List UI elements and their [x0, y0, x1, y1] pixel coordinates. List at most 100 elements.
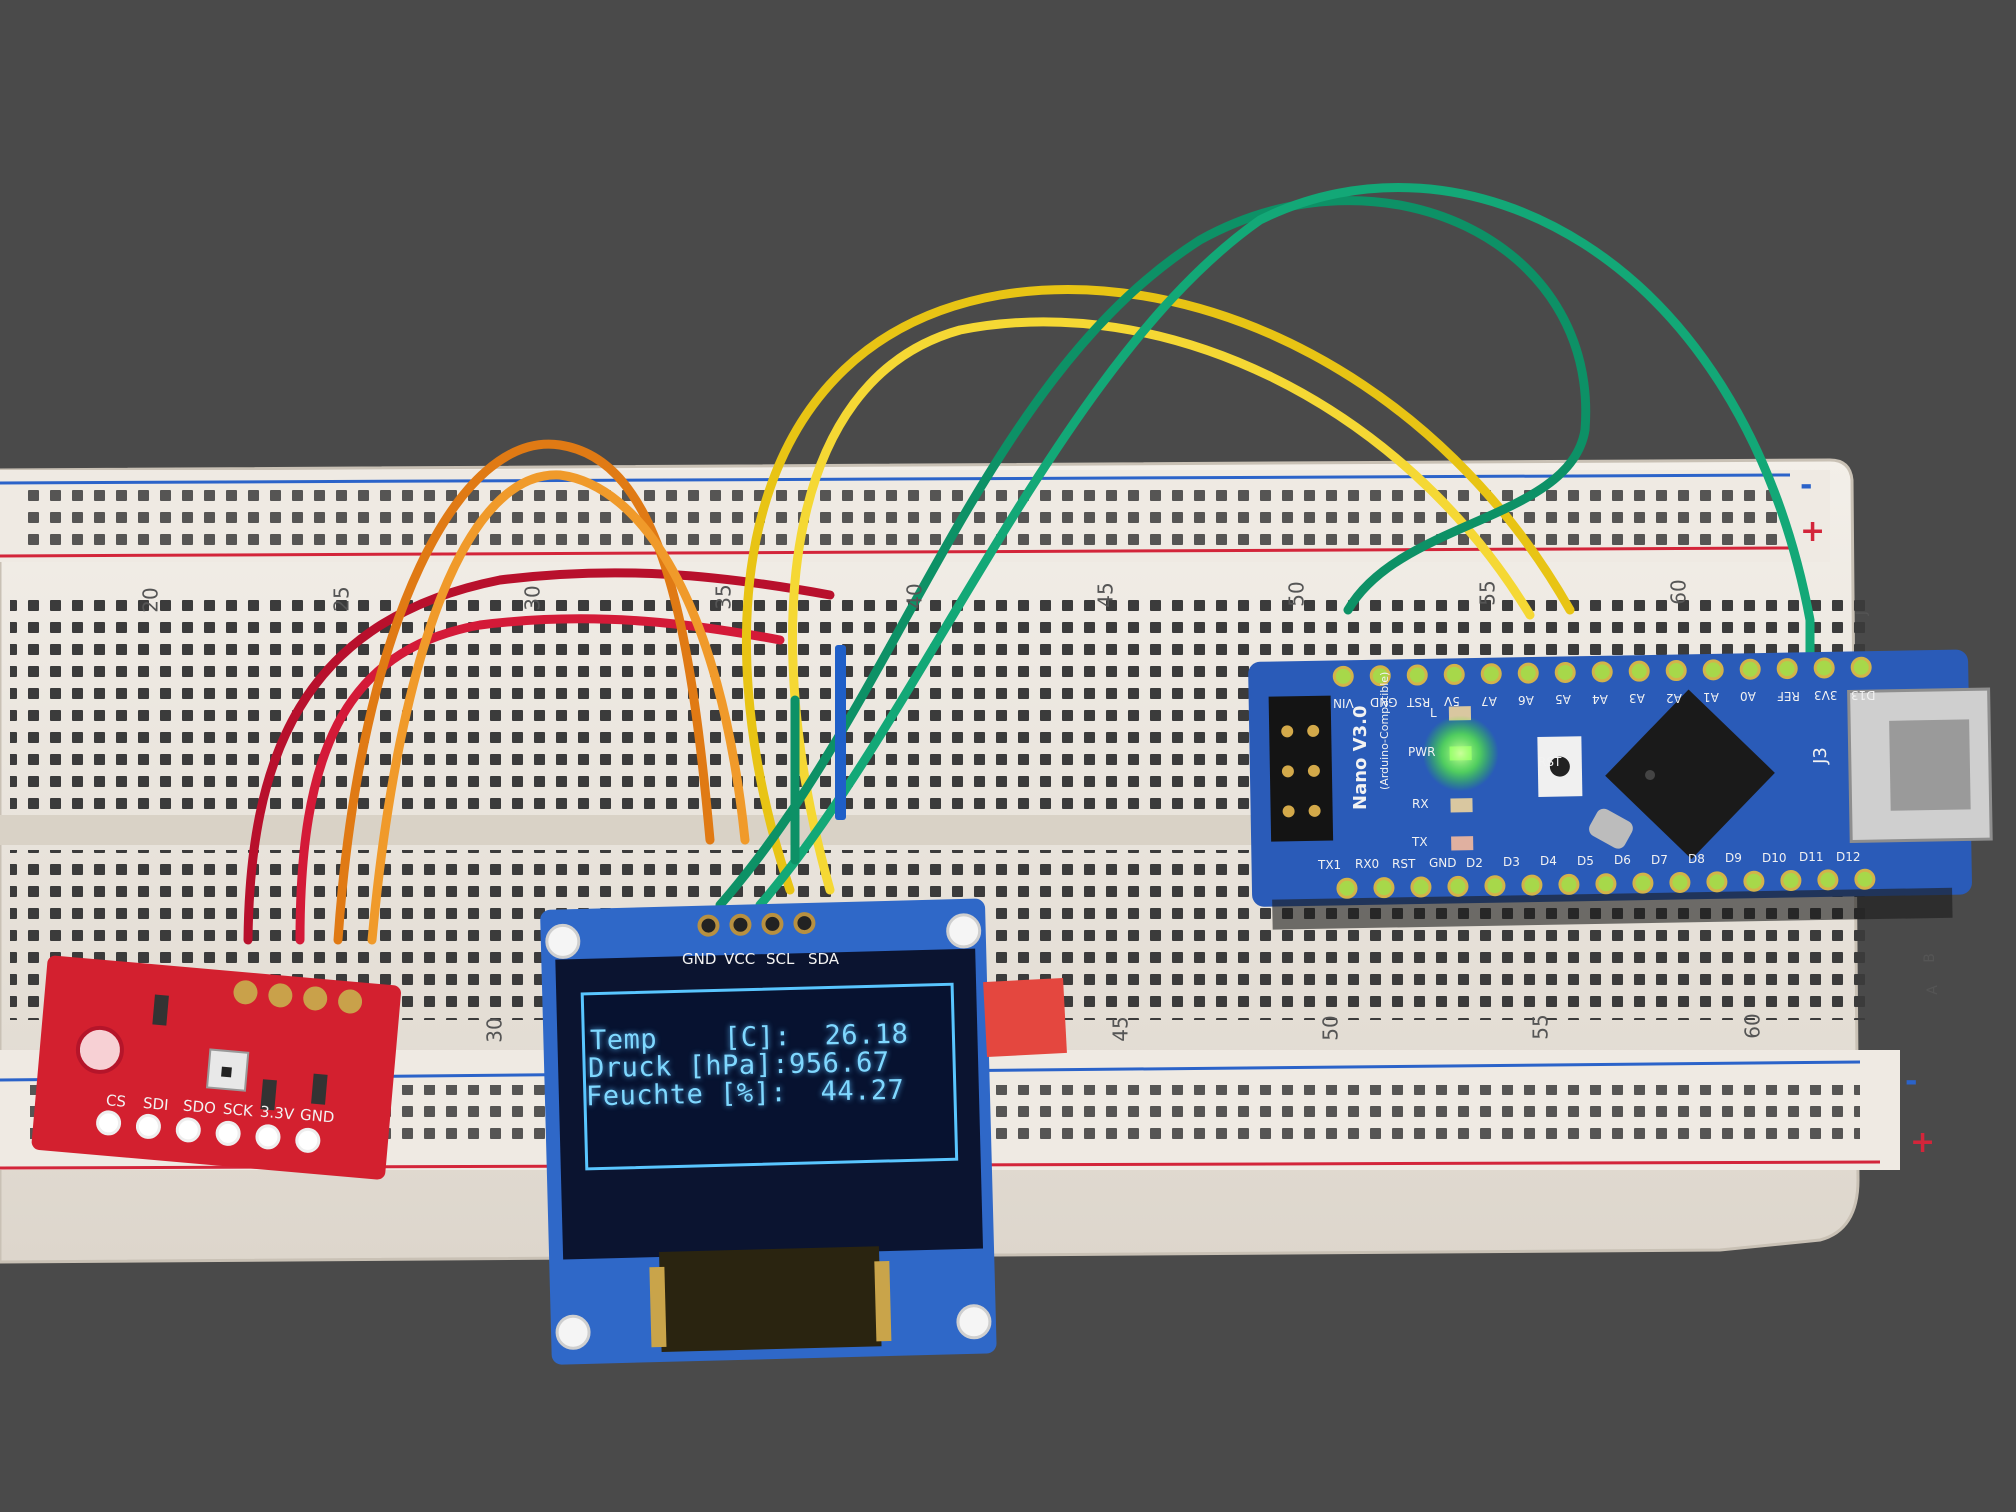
- nano-top-pad-13: [1776, 658, 1798, 680]
- yellow-wires: [741, 285, 1575, 895]
- oled-pin-scl: [761, 912, 784, 935]
- nano-led-tx: [1451, 836, 1474, 851]
- nano-name-label: Nano V3.0: [1350, 705, 1371, 810]
- top-column-number-35: 35: [711, 584, 736, 610]
- nano-bottom-pad-10: [1669, 871, 1691, 893]
- oled-flex-edge-left: [649, 1266, 667, 1348]
- nano-top-pin-label-ref: REF: [1777, 688, 1800, 703]
- nano-crystal: [1589, 808, 1633, 849]
- nano-top-pad-6: [1517, 662, 1539, 684]
- nano-bottom-pin-label-d7: D7: [1651, 852, 1668, 867]
- oled-mount-hole-tl: [545, 923, 581, 959]
- nano-bottom-pin-row: [1336, 868, 1876, 899]
- bottom-column-number-30: 30: [482, 1017, 507, 1043]
- top-column-number-30: 30: [520, 585, 545, 611]
- top-rail-minus-sign: -: [1800, 468, 1813, 503]
- sensor-pin-label-sdi: SDI: [142, 1093, 170, 1115]
- red-tape: [983, 977, 1067, 1058]
- sensor-chip-port: [221, 1066, 232, 1078]
- nano-icsp-pin-3: [1281, 765, 1294, 778]
- top-rail-plus-sign: +: [1800, 514, 1826, 549]
- oled-pin-label-vcc: VCC: [724, 950, 756, 968]
- sensor-top-pad-3: [303, 986, 328, 1011]
- sensor-top-pad-4: [338, 989, 363, 1014]
- green-wire-1: [715, 196, 1591, 910]
- top-column-number-50: 50: [1284, 581, 1309, 607]
- row-letter-a: A: [1924, 985, 1941, 995]
- nano-bottom-pad-9: [1632, 872, 1654, 894]
- nano-top-pad-11: [1702, 659, 1724, 681]
- nano-top-pad-14: [1813, 657, 1835, 679]
- oled-pin-vcc: [729, 913, 752, 936]
- oled-screen-border: [580, 982, 959, 1171]
- nano-led-rx: [1450, 798, 1473, 813]
- nano-top-pad-5: [1480, 663, 1502, 685]
- row-letter-b: B: [1921, 953, 1938, 963]
- nano-bottom-pin-label-d5: D5: [1577, 853, 1594, 868]
- oled-pin-label-gnd: GND: [682, 950, 717, 968]
- top-column-number-55: 55: [1475, 580, 1500, 606]
- nano-top-pin-label-gnd: GND: [1370, 695, 1398, 710]
- top-rail-holes: [20, 490, 1780, 545]
- nano-bottom-pad-12: [1743, 870, 1765, 892]
- sensor-pin-gnd: [295, 1127, 321, 1153]
- oled-mount-hole-tr: [946, 913, 982, 949]
- green-wire-2: [755, 183, 1815, 910]
- nano-top-pad-10: [1665, 660, 1687, 682]
- sensor-pin-sck: [215, 1120, 241, 1146]
- oled-mount-hole-bl: [555, 1314, 591, 1350]
- nano-icsp-pin-4: [1307, 764, 1320, 777]
- sensor-smd-2: [260, 1079, 277, 1111]
- top-column-number-25: 25: [329, 586, 354, 612]
- nano-top-pad-7: [1554, 661, 1576, 683]
- top-rail-blue-line: [0, 473, 1791, 485]
- arduino-nano: [1248, 649, 1993, 930]
- sensor-module: [31, 955, 401, 1180]
- red-wire-1: [243, 568, 835, 945]
- nano-top-pad-1: [1332, 665, 1354, 687]
- nano-bottom-pin-label-d4: D4: [1540, 854, 1557, 869]
- sensor-pin-label-sdo: SDO: [182, 1096, 217, 1118]
- nano-usb-port: [1889, 719, 1971, 811]
- sensor-top-pad-1: [233, 980, 258, 1005]
- bottom-column-number-50: 50: [1318, 1015, 1343, 1041]
- top-column-number-45: 45: [1093, 582, 1118, 608]
- nano-bottom-pin-label-d12: D12: [1836, 849, 1861, 864]
- nano-led-label-rx: RX: [1412, 797, 1429, 811]
- nano-bottom-pin-label-rx0: RX0: [1355, 857, 1380, 872]
- nano-bottom-pin-label-d6: D6: [1614, 853, 1631, 868]
- oled-flex-cable: [658, 1246, 882, 1352]
- nano-bottom-pin-label-d10: D10: [1762, 850, 1787, 865]
- bottom-column-number-60: 60: [1740, 1013, 1765, 1039]
- sensor-pin-label-cs: CS: [105, 1091, 127, 1111]
- sensor-pin-label-gnd: GND: [299, 1105, 336, 1127]
- oled-mount-hole-br: [956, 1304, 992, 1340]
- top-column-number-40: 40: [902, 583, 927, 609]
- nano-bottom-pin-label-tx1: TX1: [1318, 858, 1342, 872]
- sensor-pin-3v3: [255, 1124, 281, 1150]
- nano-bottom-pad-13: [1780, 870, 1802, 892]
- blue-jumper: [835, 645, 846, 820]
- nano-top-pin-label-a3: A3: [1629, 691, 1645, 706]
- nano-top-pad-12: [1739, 658, 1761, 680]
- nano-top-pad-15: [1850, 656, 1872, 678]
- oled-flex-edge-right: [874, 1260, 892, 1342]
- nano-icsp-pin-5: [1282, 805, 1295, 818]
- nano-icsp-pin-6: [1308, 804, 1321, 817]
- bottom-rail-plus-sign: +: [1910, 1125, 1936, 1160]
- oled-pin-label-scl: SCL: [766, 950, 795, 968]
- nano-top-pin-label-a6: A6: [1518, 693, 1534, 707]
- oled-pin-sda: [793, 912, 816, 935]
- red-wire-2: [295, 614, 785, 945]
- oled-pin-label-sda: SDA: [808, 950, 840, 968]
- nano-pcb-shadow: [1272, 887, 1953, 930]
- orange-wires: [333, 439, 750, 945]
- red-wires: [243, 568, 835, 945]
- nano-top-pin-label-3v3: 3V3: [1814, 688, 1838, 703]
- nano-top-pin-label-5v: 5V: [1444, 694, 1460, 709]
- bottom-column-number-45: 45: [1108, 1016, 1133, 1042]
- nano-bottom-pad-6: [1521, 874, 1543, 896]
- green-wires: [715, 183, 1815, 910]
- nano-led-label-pwr: PWR: [1408, 745, 1436, 759]
- nano-top-pin-label-a5: A5: [1555, 692, 1571, 707]
